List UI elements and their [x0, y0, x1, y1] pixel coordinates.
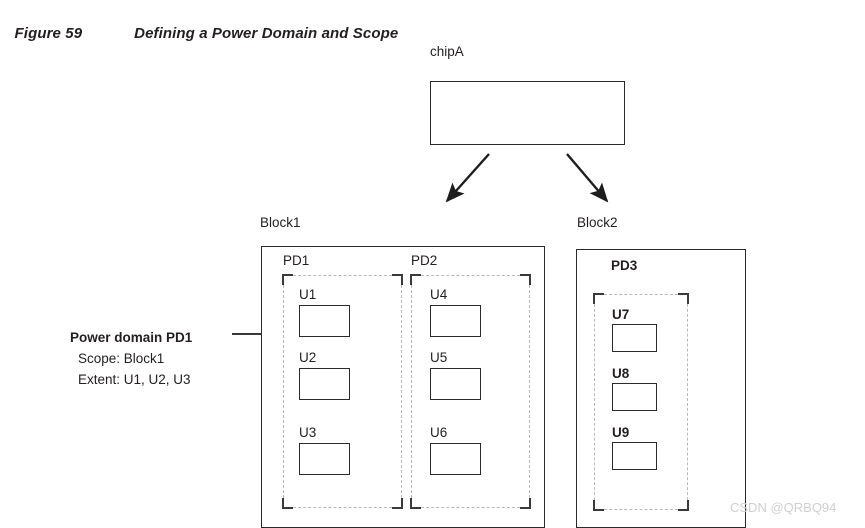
pd1-corner-top-left	[282, 274, 293, 285]
pd1-dashed-border	[283, 275, 402, 508]
unit-u9-box	[612, 442, 657, 470]
pd3-corner-bottom-left	[593, 500, 604, 511]
pd2-dashed-border	[411, 275, 530, 508]
pd1-corner-bottom-left	[282, 498, 293, 509]
unit-u8-box	[612, 383, 657, 411]
unit-u8-label: U8	[612, 366, 630, 381]
pd2-corner-top-left	[410, 274, 421, 285]
figure-title: Defining a Power Domain and Scope	[134, 25, 399, 42]
unit-u7-box	[612, 324, 657, 352]
unit-u2-box	[299, 368, 350, 400]
pd1-corner-bottom-right	[392, 498, 403, 509]
watermark: CSDN @QRBQ94	[730, 500, 837, 515]
unit-u6-box	[430, 443, 481, 475]
power-domain-region-pd1	[282, 274, 403, 509]
annotation-scope: Scope: Block1	[78, 351, 165, 366]
unit-u4-box	[430, 305, 481, 337]
power-domain-label-pd1: PD1	[283, 253, 310, 268]
pd2-corner-bottom-left	[410, 498, 421, 509]
pd2-corner-bottom-right	[520, 498, 531, 509]
annotation-callout: Power domain PD1 Scope: Block1 Extent: U…	[70, 327, 192, 390]
pd3-corner-bottom-right	[678, 500, 689, 511]
annotation-extent: Extent: U1, U2, U3	[78, 372, 191, 387]
unit-u2-label: U2	[299, 350, 317, 365]
unit-u9-label: U9	[612, 425, 630, 440]
power-domain-label-pd2: PD2	[411, 253, 438, 268]
unit-u5-label: U5	[430, 350, 448, 365]
unit-u7-label: U7	[612, 307, 630, 322]
pd3-corner-top-left	[593, 293, 604, 304]
pd2-corner-top-right	[520, 274, 531, 285]
unit-u4-label: U4	[430, 287, 448, 302]
pd3-corner-top-right	[678, 293, 689, 304]
unit-u1-box	[299, 305, 350, 337]
arrow-chip-to-block2	[566, 153, 609, 203]
chip-label: chipA	[430, 44, 464, 59]
block2-label: Block2	[577, 215, 618, 230]
power-domain-label-pd3: PD3	[611, 258, 638, 273]
annotation-title: Power domain PD1	[70, 330, 193, 345]
unit-u6-label: U6	[430, 425, 448, 440]
figure-number: Figure 59	[14, 25, 83, 42]
unit-u3-label: U3	[299, 425, 317, 440]
figure-caption: Figure 59 Defining a Power Domain and Sco…	[6, 8, 399, 42]
unit-u3-box	[299, 443, 350, 475]
pd3-dashed-border	[594, 294, 688, 510]
power-domain-region-pd3	[593, 293, 689, 511]
power-domain-region-pd2	[410, 274, 531, 509]
unit-u5-box	[430, 368, 481, 400]
pd1-corner-top-right	[392, 274, 403, 285]
chip-box	[430, 81, 625, 145]
arrow-chip-to-block1	[445, 153, 490, 203]
unit-u1-label: U1	[299, 287, 317, 302]
block2-box	[576, 249, 746, 528]
block1-label: Block1	[260, 215, 301, 230]
